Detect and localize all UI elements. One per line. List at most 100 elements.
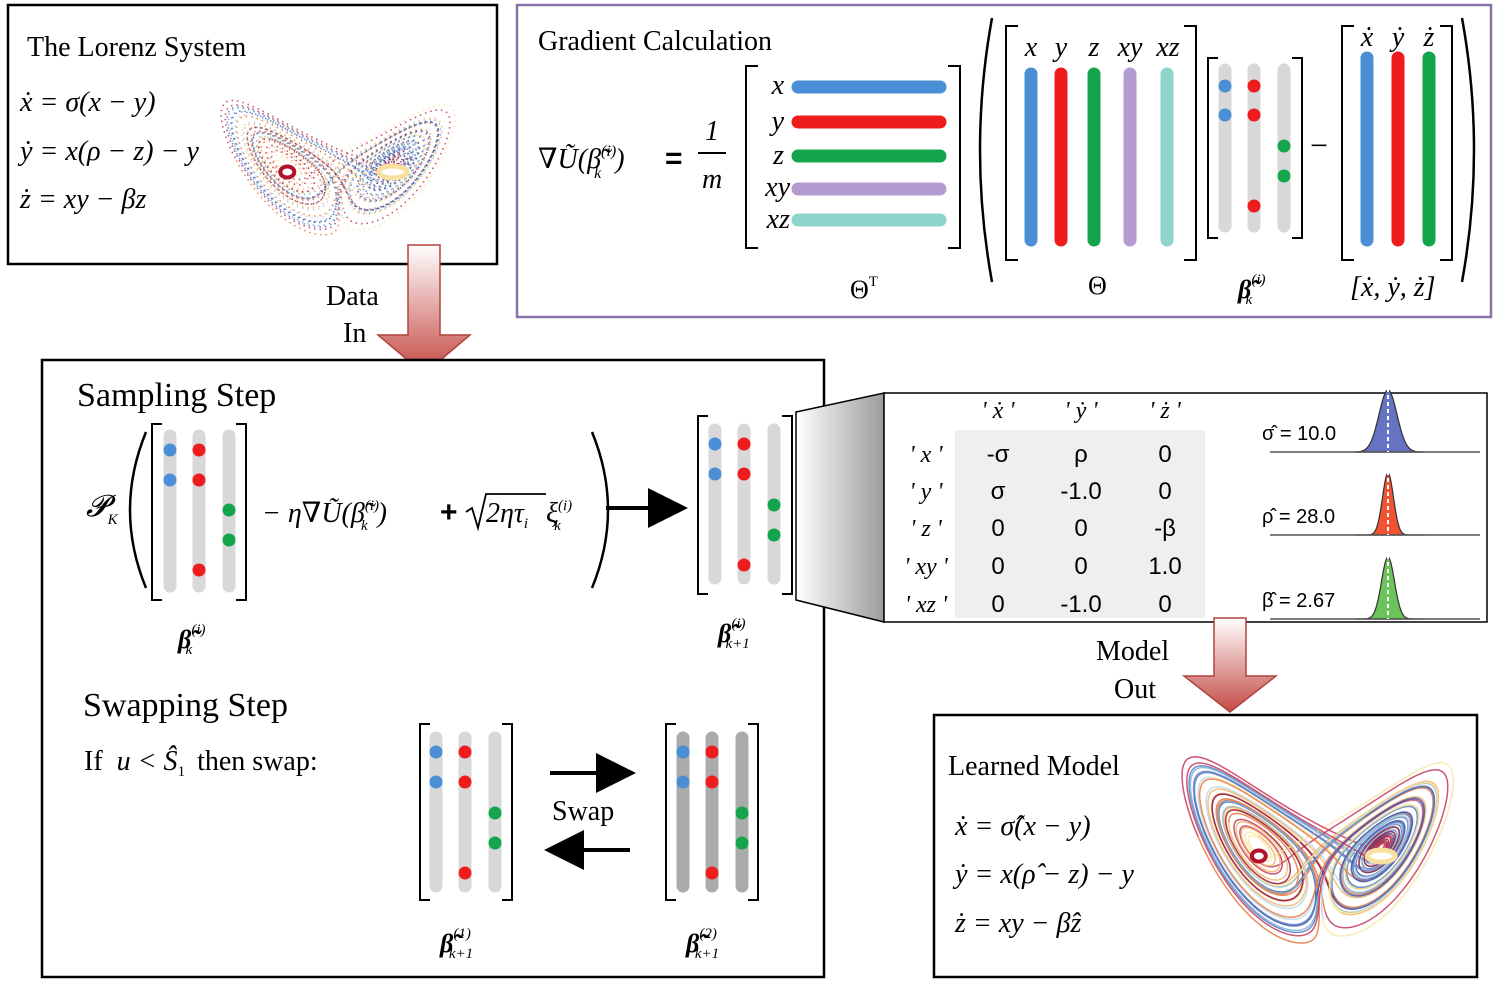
- posterior-label: ρ̂ = 28.0: [1262, 506, 1335, 528]
- deriv-label-x: ẋ: [1360, 22, 1374, 53]
- table-cell: -1.0: [1060, 478, 1101, 505]
- attractor-trajectory: [231, 111, 419, 223]
- table-cell: 0: [1158, 591, 1171, 618]
- lorenz-title: The Lorenz System: [27, 32, 246, 63]
- fraction-denominator: m: [702, 164, 722, 195]
- attractor-trajectory: [1193, 771, 1412, 926]
- table-cell: -1.0: [1060, 591, 1101, 618]
- table-row-header: ' y ': [910, 479, 944, 505]
- sampling-plus: +: [440, 496, 458, 529]
- gradient-panel-border: [515, 3, 1493, 319]
- posterior-label: σ̂ = 10.0: [1262, 423, 1336, 445]
- attractor-trajectory: [242, 122, 432, 209]
- attractor-left-eye: [278, 164, 297, 180]
- lorenz-eq-z: ż = xy − βz: [19, 184, 146, 215]
- row-label-xz: xz: [766, 204, 790, 235]
- attractor-left-eye: [1249, 848, 1268, 864]
- lorenz-eq-y: ẏ = x(ρ − z) − y: [17, 136, 200, 167]
- posterior-label: β̂ = 2.67: [1262, 590, 1335, 612]
- sqrt-sign: [465, 493, 546, 532]
- learned-model-panel: Learned Model ẋ = σ̂(x − y) ẏ = x(ρ̂ − z…: [932, 713, 1479, 979]
- attractor-trajectory: [241, 121, 429, 218]
- beta-matrix-sampling-input: β̃(i)k: [151, 423, 247, 658]
- deriv-label-z: ż: [1423, 22, 1435, 53]
- table-cell: 0: [1074, 515, 1087, 542]
- outer-paren-right: [1460, 17, 1476, 283]
- attractor-trajectory: [1316, 797, 1426, 897]
- attractor-trajectory: [1250, 781, 1439, 914]
- zoom-cone: [795, 392, 885, 623]
- derivative-matrix: ẋ ẏ ż [ẋ, ẏ, ż]: [1341, 22, 1453, 303]
- noise-xi: ξ(i)k: [546, 498, 572, 534]
- model-out-label-2: Out: [1114, 674, 1156, 705]
- attractor-trajectory: [1331, 785, 1435, 910]
- posterior-distributions: σ̂ = 10.0 ρ̂ = 28.0 β̂ = 2.67: [1262, 388, 1480, 620]
- sqrt-body: 2ητi: [486, 498, 528, 532]
- table-cell: ρ: [1074, 441, 1088, 468]
- row-label-xy: xy: [764, 172, 790, 203]
- gradient-lhs: ∇Ũ(β̃(i)k): [538, 143, 625, 182]
- sampling-swapping-panel: Sampling Step 𝓟K β̃(i)k − η∇Ũ(β̃(i)k) + …: [40, 358, 826, 979]
- col-label-xz: xz: [1155, 32, 1179, 63]
- learned-title: Learned Model: [948, 751, 1120, 782]
- attractor-trajectory: [368, 142, 418, 189]
- deriv-label-y: ẏ: [1389, 22, 1405, 53]
- beta-swap-2-label: β̃(2)k+1: [685, 926, 719, 962]
- attractor-trajectory: [260, 146, 313, 191]
- table-cell: -β: [1154, 515, 1176, 542]
- data-in-label-1: Data: [326, 281, 379, 312]
- row-label-x: x: [771, 70, 785, 101]
- attractor-trajectory: [249, 122, 439, 213]
- table-row-header: ' z ': [910, 516, 942, 542]
- attractor-right-eye: [1364, 847, 1398, 865]
- attractor-trajectory: [227, 107, 380, 227]
- attractor-trajectory: [1227, 821, 1289, 881]
- beta-matrix-swap-1: β̃(1)k+1: [419, 723, 513, 962]
- data-in-arrow: Data In: [326, 244, 473, 375]
- table-row-header: ' xy ': [904, 554, 948, 580]
- beta-matrix-gradient: β̃(i)k: [1207, 57, 1303, 308]
- row-label-y: y: [769, 106, 785, 137]
- table-cell: 0: [991, 591, 1004, 618]
- table-cell: 0: [991, 515, 1004, 542]
- table-col-header: ' ẋ ': [982, 398, 1016, 424]
- theta-transpose-label: ΘT: [850, 274, 878, 304]
- learned-eq-y: ẏ = x(ρ̂ − z) − y: [952, 859, 1135, 890]
- attractor-trajectory: [279, 118, 442, 214]
- gradient-minus: −: [1310, 127, 1328, 163]
- attractor-trajectory: [369, 148, 412, 188]
- sampling-gradient-term: − η∇Ũ(β̃(i)k): [262, 498, 387, 534]
- learned-eq-x: ẋ = σ̂(x − y): [954, 811, 1091, 842]
- theta-label: Θ: [1088, 271, 1107, 300]
- coefficient-table: ' ẋ '' ẏ '' ż '' x '' y '' z '' xy '' xz…: [904, 398, 1181, 618]
- learned-eq-z: ż = xy − β̂z: [954, 908, 1081, 939]
- derivative-caption: [ẋ, ẏ, ż]: [1350, 272, 1436, 303]
- gradient-equals: =: [665, 142, 683, 175]
- lorenz-attractor-plot: [220, 99, 456, 236]
- gradient-title: Gradient Calculation: [538, 26, 772, 57]
- table-cell: 0: [991, 553, 1004, 580]
- col-label-x: x: [1024, 32, 1038, 63]
- posterior-curve: [1354, 389, 1425, 453]
- attractor-trajectory: [1215, 787, 1434, 912]
- outer-paren-left: [978, 17, 994, 283]
- col-label-xy: xy: [1117, 32, 1143, 63]
- table-row-header: ' xz ': [905, 592, 948, 618]
- table-cell: 1.0: [1148, 553, 1181, 580]
- swapping-title: Swapping Step: [83, 687, 288, 724]
- col-label-z: z: [1088, 32, 1100, 63]
- model-out-arrow: Model Out: [1096, 617, 1279, 713]
- learned-attractor-plot: [1181, 755, 1455, 944]
- theta-matrix: x y z xy xz Θ: [1005, 25, 1197, 300]
- table-cell: 0: [1158, 478, 1171, 505]
- table-shading: [955, 430, 1205, 618]
- table-cell: 0: [1074, 553, 1087, 580]
- table-cell: -σ: [987, 441, 1010, 468]
- beta-matrix-swap-2: β̃(2)k+1: [665, 723, 759, 962]
- attractor-trajectory: [226, 106, 403, 228]
- attractor-trajectory: [1353, 815, 1410, 878]
- attractor-trajectory: [230, 110, 418, 197]
- table-col-header: ' ż ': [1149, 398, 1181, 424]
- swap-label: Swap: [552, 796, 614, 827]
